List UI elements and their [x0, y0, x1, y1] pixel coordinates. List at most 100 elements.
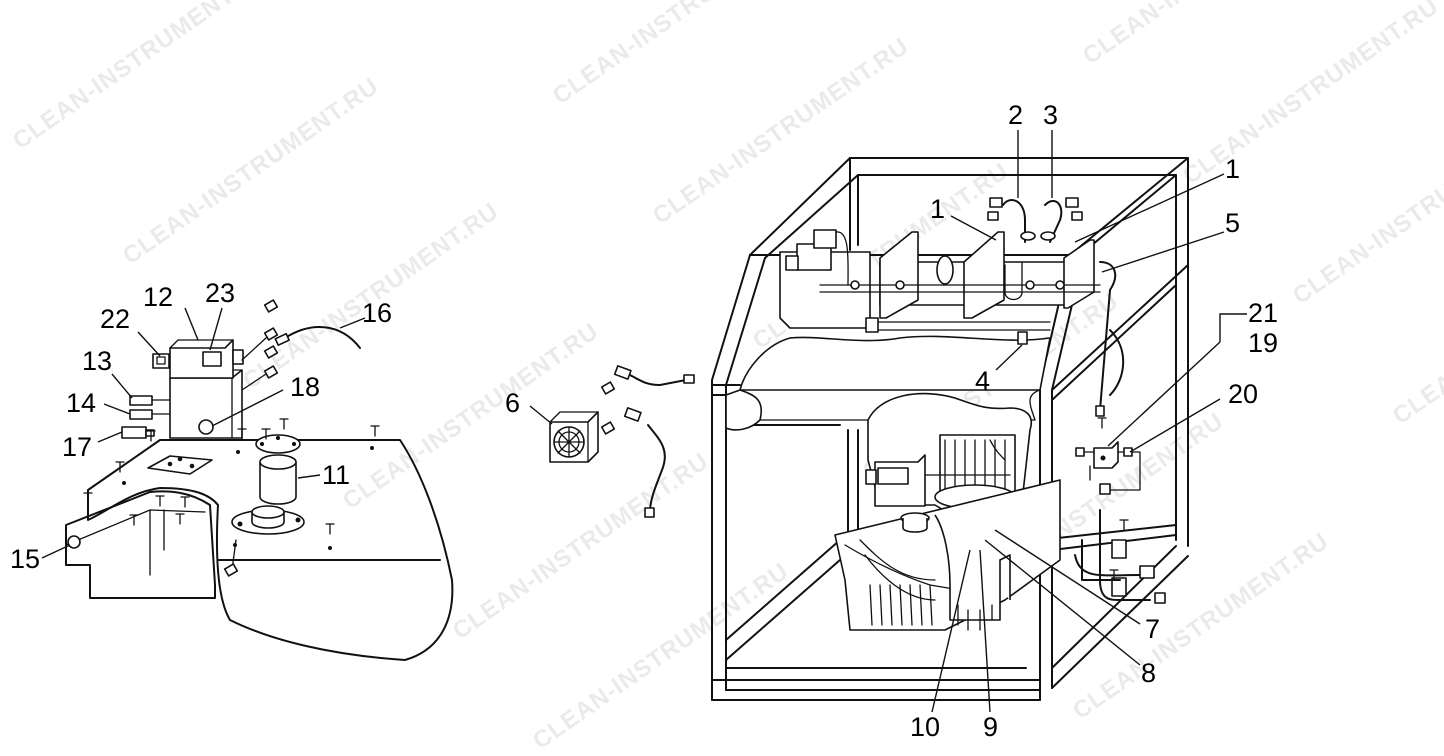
sensor-head [274, 332, 290, 346]
elbow-end [1139, 565, 1155, 579]
callout-labels: 12 23 22 13 14 17 16 18 11 15 6 2 3 1 1 … [10, 100, 1278, 742]
tube-port [1040, 231, 1056, 241]
lower-tank-cutout [844, 544, 961, 591]
pump-casing [934, 514, 1011, 621]
bracket [1111, 577, 1127, 597]
leader-10 [931, 549, 971, 713]
watermark: CLEAN-INSTRUMENT.RU [8, 0, 274, 155]
fitting-link [241, 337, 267, 361]
manifold-endplate-far [1063, 239, 1095, 309]
square-gasket [147, 455, 213, 475]
filter-cartridge [259, 462, 297, 505]
fitting-nut [145, 429, 155, 437]
fitting-body [129, 409, 153, 420]
tube-3 [1044, 200, 1063, 243]
watermark: CLEAN-INSTRUMENT.RU [118, 72, 384, 269]
terminal-plug [865, 469, 877, 485]
frame-inner-vertical [847, 429, 859, 541]
fitting-small [263, 327, 279, 341]
watermark: CLEAN-INSTRUMENT.RU [1068, 527, 1334, 724]
callout-4: 4 [975, 366, 990, 396]
leader-13 [111, 373, 133, 399]
gasket-hole [167, 461, 173, 467]
fan-assembly [549, 365, 695, 518]
coil-plug-right [232, 349, 244, 365]
frame-left-low [725, 539, 841, 661]
callout-15: 15 [10, 544, 40, 574]
filter-top [259, 454, 297, 470]
frame-back-left [849, 157, 859, 251]
coil-plug-left-face [156, 356, 166, 365]
leader-20 [1129, 398, 1221, 453]
fitting [1025, 280, 1035, 290]
coil-connector [202, 351, 222, 367]
screw [146, 430, 156, 442]
screw [261, 428, 271, 440]
watermark: CLEAN-INSTRUMENT.RU [1078, 0, 1344, 70]
valve-port [1100, 455, 1106, 461]
coil-plug-left [152, 353, 170, 369]
tube-port [1020, 231, 1036, 241]
hole [233, 543, 237, 547]
hose-upper [627, 373, 687, 386]
leader-4 [995, 344, 1023, 371]
valve-nut [1099, 483, 1111, 495]
screws-left [83, 418, 380, 551]
hole [236, 450, 240, 454]
side-elbow [1074, 554, 1141, 577]
tube-2 [1002, 199, 1026, 243]
screw [279, 418, 289, 430]
callout-23: 23 [205, 278, 235, 308]
callout-10: 10 [910, 712, 940, 742]
valve-19 [1093, 441, 1119, 469]
fitting-4 [1017, 331, 1028, 345]
bolt [957, 604, 993, 631]
fitting-small [263, 365, 279, 379]
fitting-14 [129, 409, 171, 420]
screw [237, 428, 247, 440]
screw [1119, 519, 1129, 531]
callout-20: 20 [1228, 379, 1258, 409]
callout-16: 16 [362, 298, 392, 328]
frame-top-left-diag [749, 157, 859, 259]
frame-bottom-front [711, 689, 1041, 701]
callout-13: 13 [82, 346, 112, 376]
pump-hub-top [251, 505, 285, 519]
leader-14 [103, 403, 131, 415]
leader-7 [994, 529, 1141, 625]
leader-21 [1219, 313, 1247, 342]
hose-fitting [623, 407, 642, 422]
callout-1b: 1 [1225, 154, 1240, 184]
fan-blades [553, 426, 585, 458]
leader-9 [979, 549, 991, 713]
leader-lines [41, 130, 1247, 713]
callout-6: 6 [505, 388, 520, 418]
leader-6 [529, 405, 553, 425]
flange-hole [259, 441, 265, 447]
terminal-window [877, 467, 909, 485]
manifold-endplate-right [963, 231, 1005, 319]
side-pipe-2 [1081, 539, 1121, 581]
flange-hole [275, 435, 281, 441]
fitting [895, 280, 905, 290]
callout-22: 22 [100, 304, 130, 334]
gasket-hole [189, 463, 195, 469]
u-tube [1004, 261, 1023, 301]
screw [325, 523, 335, 535]
callout-17: 17 [62, 432, 92, 462]
fitting-13 [129, 395, 171, 406]
screw [175, 513, 185, 525]
leader-1b [1074, 173, 1225, 243]
frame-top-right-diag [1069, 157, 1189, 256]
base-plate [87, 439, 454, 661]
leader-5 [1101, 231, 1225, 273]
pipe-nut [1154, 592, 1166, 604]
frame-bottom-front-2 [711, 667, 1041, 681]
tank-lip [725, 389, 762, 431]
hose-end [683, 374, 695, 384]
watermark: CLEAN-INSTRUMENT.RU [1178, 0, 1444, 190]
callout-19: 19 [1248, 328, 1278, 358]
tube-fitting [1065, 197, 1079, 208]
fitting-body [121, 426, 147, 439]
